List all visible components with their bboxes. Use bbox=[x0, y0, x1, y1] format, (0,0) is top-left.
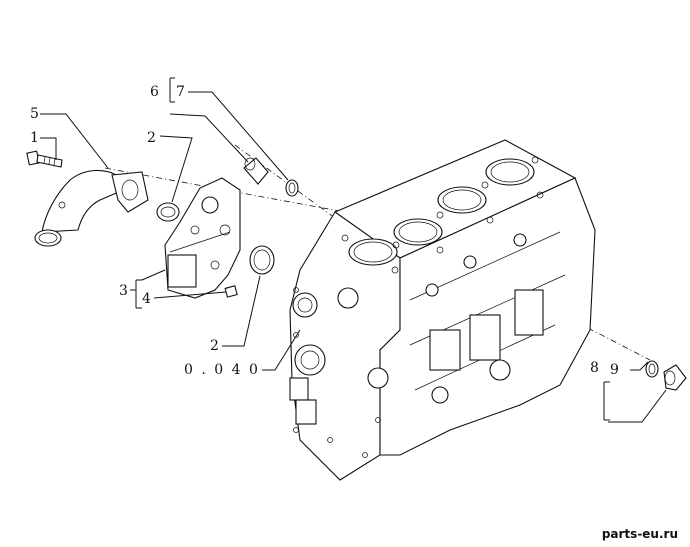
bolt-part-1 bbox=[26, 150, 63, 168]
callout-3: 3 bbox=[119, 283, 128, 299]
fitting-part-6 bbox=[243, 157, 269, 185]
callout-reference-0040: 0 . 0 4 0 bbox=[184, 362, 260, 378]
elbow-pipe-part-5 bbox=[34, 169, 149, 247]
pin-part-4 bbox=[224, 285, 238, 298]
callout-5: 5 bbox=[30, 106, 39, 122]
callout-2-upper: 2 bbox=[147, 130, 156, 146]
engine-block bbox=[289, 139, 596, 481]
washer-part-9 bbox=[645, 360, 659, 378]
callout-7: 7 bbox=[176, 84, 185, 100]
callout-8: 8 bbox=[590, 360, 599, 376]
gasket-ring-part-2-upper bbox=[156, 202, 180, 222]
callout-9: 9 bbox=[610, 362, 619, 378]
callout-4: 4 bbox=[142, 291, 151, 307]
callout-2-lower: 2 bbox=[210, 338, 219, 354]
pump-housing-part-3 bbox=[164, 177, 241, 299]
callout-labels: 5 1 2 6 7 3 4 2 0 . 0 4 0 8 9 bbox=[30, 84, 619, 378]
plug-part-8 bbox=[663, 364, 687, 391]
o-ring-part-7 bbox=[285, 179, 299, 197]
watermark-text: parts-eu.ru bbox=[601, 527, 678, 541]
gasket-ring-part-2-lower bbox=[249, 245, 275, 275]
callout-6: 6 bbox=[150, 84, 159, 100]
callout-1: 1 bbox=[30, 130, 39, 146]
leader-lines bbox=[40, 77, 667, 423]
